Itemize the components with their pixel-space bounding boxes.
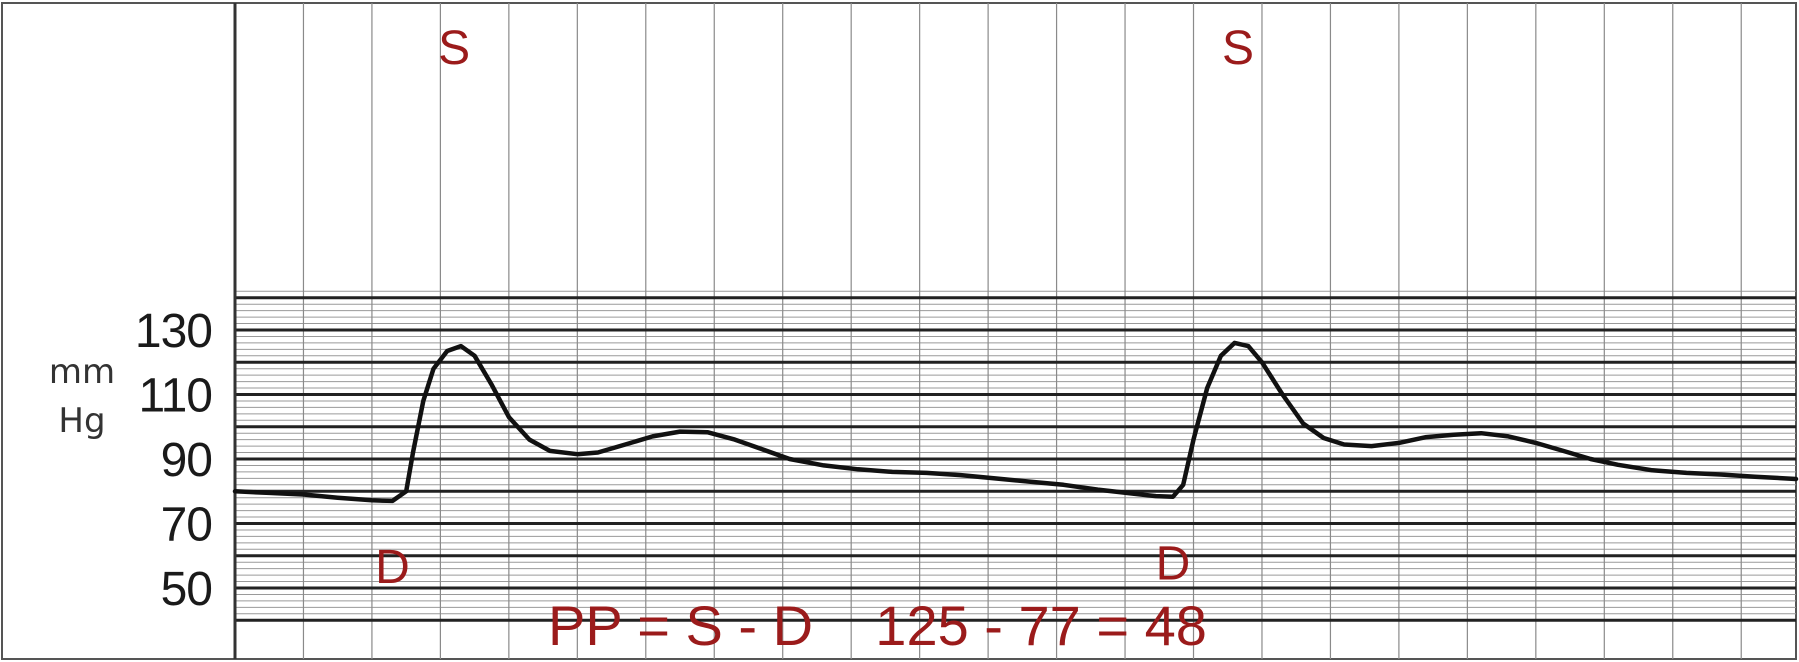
y-tick-label: 70: [161, 499, 212, 552]
y-tick-label: 50: [161, 563, 212, 616]
y-tick-label: 110: [138, 370, 212, 423]
y-axis-unit-line1: mm: [49, 352, 115, 392]
diastolic-label: D: [1156, 538, 1191, 591]
systolic-label: S: [1222, 22, 1254, 75]
pressure-waveform-line: [232, 340, 1799, 504]
y-tick-label: 90: [161, 434, 212, 487]
pulse-pressure-formula: PP = S - D 125 - 77 = 48: [548, 594, 1207, 657]
diastolic-label: D: [375, 541, 410, 594]
y-axis-unit-line2: Hg: [58, 401, 105, 441]
y-tick-label: 130: [135, 305, 212, 358]
systolic-label: S: [438, 22, 470, 75]
annotations: S D S D: [375, 22, 1254, 594]
y-tick-labels: 130 110 90 70 50: [135, 305, 213, 616]
grid: [233, 3, 1796, 659]
